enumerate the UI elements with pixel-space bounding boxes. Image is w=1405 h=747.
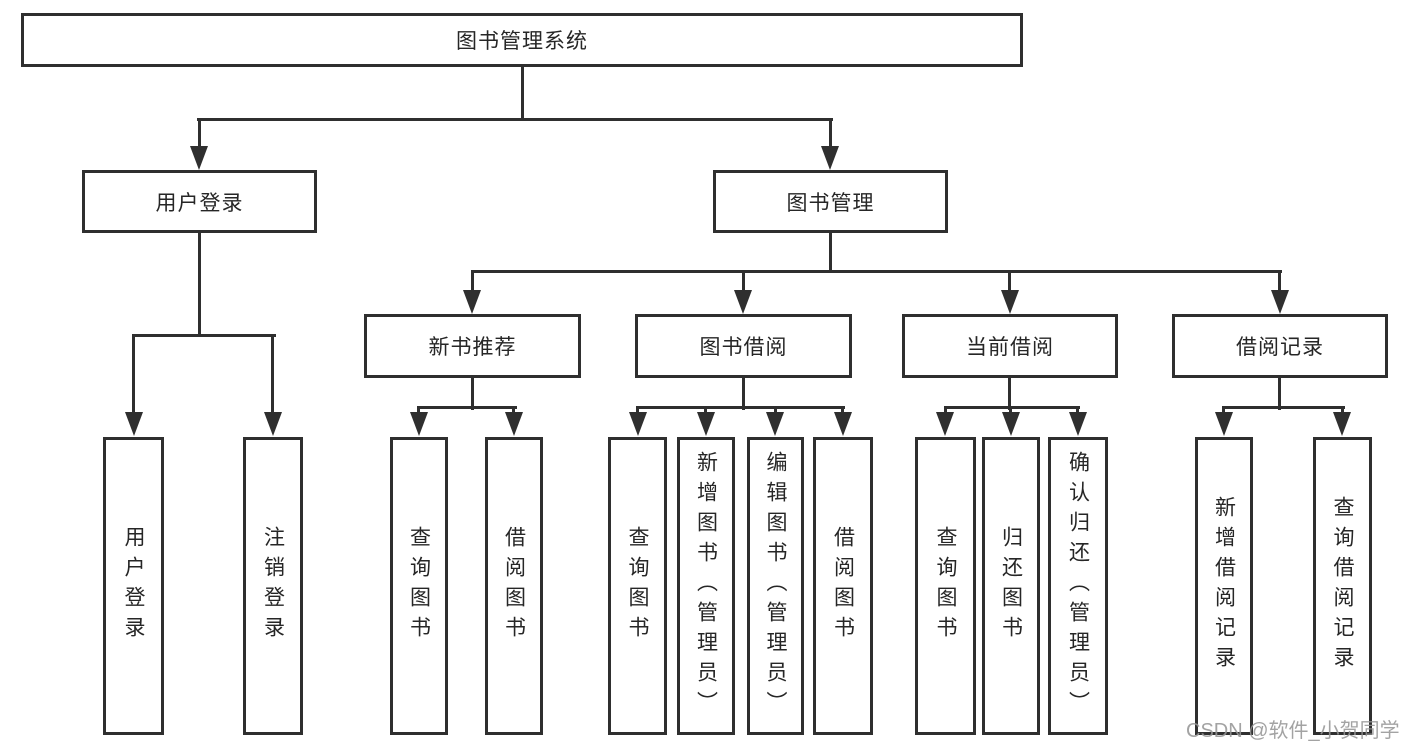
connector-book-management-branch-line: [471, 270, 1282, 273]
leaf-add-borrow-record: 新增借阅记录: [1195, 437, 1253, 735]
arrowhead-down-icon: [505, 412, 523, 436]
arrowhead-down-icon: [629, 412, 647, 436]
leaf-query-book-borrow: 查询图书: [608, 437, 667, 735]
arrowhead-down-icon: [936, 412, 954, 436]
arrowhead-down-icon: [1069, 412, 1087, 436]
leaf-add-book-admin: 新增图书（管理员）: [677, 437, 735, 735]
connector-user-login-branch-line: [132, 334, 276, 337]
arrowhead-down-icon: [1333, 412, 1351, 436]
leaf-query-borrow-record: 查询借阅记录: [1313, 437, 1372, 735]
arrowhead-down-icon: [1215, 412, 1233, 436]
node-root: 图书管理系统: [21, 13, 1023, 67]
connector-borrow-records-branch-line: [1222, 406, 1345, 409]
arrowhead-down-icon: [821, 146, 839, 170]
connector-to-leaf-user-login: [132, 334, 135, 416]
arrowhead-down-icon: [834, 412, 852, 436]
connector-to-book-borrow: [742, 270, 745, 294]
node-current-borrow: 当前借阅: [902, 314, 1118, 378]
connector-root-stem: [521, 66, 524, 121]
arrowhead-down-icon: [1271, 290, 1289, 314]
leaf-return-book: 归还图书: [982, 437, 1040, 735]
leaf-query-book-recommend: 查询图书: [390, 437, 448, 735]
connector-current-borrow-stem: [1008, 378, 1011, 410]
leaf-confirm-return-admin: 确认归还（管理员）: [1048, 437, 1108, 735]
connector-book-borrow-stem: [742, 378, 745, 410]
node-book-borrow: 图书借阅: [635, 314, 852, 378]
arrowhead-down-icon: [697, 412, 715, 436]
leaf-user-login: 用户登录: [103, 437, 164, 735]
connector-new-book-recommend-stem: [471, 378, 474, 410]
arrowhead-down-icon: [463, 290, 481, 314]
connector-to-leaf-logout: [271, 334, 274, 416]
connector-book-management-stem: [829, 233, 832, 273]
arrowhead-down-icon: [410, 412, 428, 436]
leaf-borrow-book-recommend: 借阅图书: [485, 437, 543, 735]
connector-to-borrow-records: [1278, 270, 1281, 294]
connector-new-book-recommend-branch-line: [417, 406, 517, 409]
arrowhead-down-icon: [766, 412, 784, 436]
connector-root-branch-line: [197, 118, 833, 121]
arrowhead-down-icon: [734, 290, 752, 314]
leaf-logout: 注销登录: [243, 437, 303, 735]
leaf-edit-book-admin: 编辑图书（管理员）: [747, 437, 804, 735]
node-new-book-recommend: 新书推荐: [364, 314, 581, 378]
arrowhead-down-icon: [1001, 290, 1019, 314]
connector-to-book-management: [829, 118, 832, 150]
arrowhead-down-icon: [264, 412, 282, 436]
watermark-text: CSDN @软件_小贺同学: [1186, 720, 1400, 742]
node-borrow-records: 借阅记录: [1172, 314, 1388, 378]
leaf-borrow-book: 借阅图书: [813, 437, 873, 735]
arrowhead-down-icon: [125, 412, 143, 436]
connector-user-login-stem: [198, 233, 201, 337]
arrowhead-down-icon: [190, 146, 208, 170]
connector-to-user-login: [198, 118, 201, 150]
connector-borrow-records-stem: [1278, 378, 1281, 410]
node-user-login: 用户登录: [82, 170, 317, 233]
connector-to-new-book-recommend: [471, 270, 474, 294]
node-book-management: 图书管理: [713, 170, 948, 233]
connector-current-borrow-branch-line: [944, 406, 1080, 409]
leaf-query-book-current: 查询图书: [915, 437, 976, 735]
connector-to-current-borrow: [1008, 270, 1011, 294]
arrowhead-down-icon: [1002, 412, 1020, 436]
connector-book-borrow-branch-line: [636, 406, 845, 409]
